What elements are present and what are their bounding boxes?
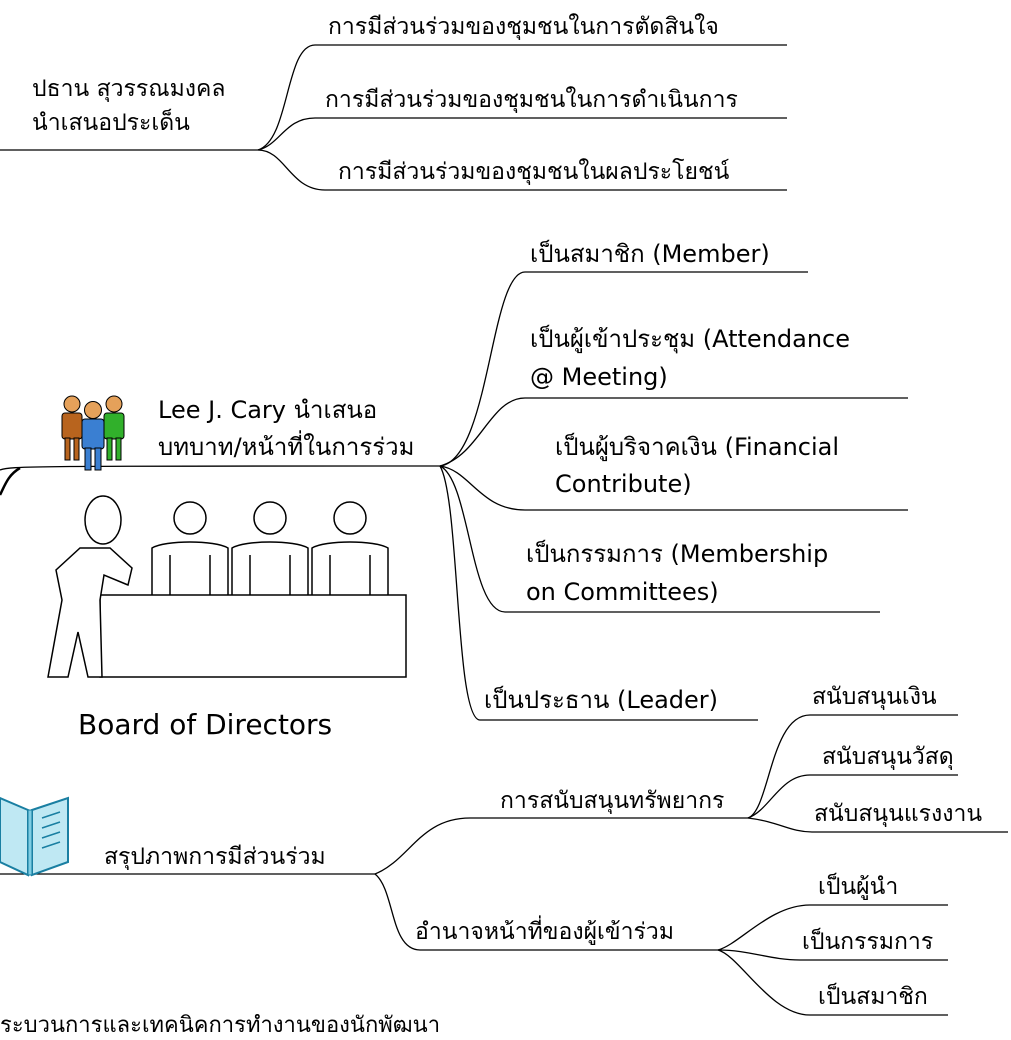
open-book-icon (0, 796, 69, 877)
item-leader: เป็นผู้นำ (818, 874, 899, 900)
section1-branch-benefit: การมีส่วนร่วมของชุมชนในผลประโยชน์ (338, 159, 730, 185)
item-committee: เป็นกรรมการ (802, 929, 934, 955)
section1-root-line2: นำเสนอประเด็น (32, 110, 190, 136)
role-member-line1: เป็นสมาชิก (Member) (530, 240, 770, 268)
section2-root-line1: Lee J. Cary นำเสนอ (158, 396, 378, 424)
item-money-support: สนับสนุนเงิน (812, 684, 937, 710)
section2-root-line2: บทบาท/หน้าที่ในการร่วม (158, 433, 415, 461)
group-of-people-icon (61, 395, 125, 471)
item-member: เป็นสมาชิก (818, 984, 928, 1010)
role-committee-line1: เป็นกรรมการ (Membership (526, 540, 829, 568)
role-attendance-line2: @ Meeting) (530, 363, 668, 391)
section1-branch-decision: การมีส่วนร่วมของชุมชนในการตัดสินใจ (328, 14, 719, 40)
section2-connectors (0, 271, 908, 721)
footer-caption: ระบวนการและเทคนิคการทำงานของนักพัฒนา (0, 1013, 441, 1038)
group-resource-support: การสนับสนุนทรัพยากร (500, 788, 725, 814)
item-material-support: สนับสนุนวัสดุ (822, 744, 954, 770)
role-financial-line1: เป็นผู้บริจาคเงิน (Financial (555, 433, 840, 461)
section1-branch-operation: การมีส่วนร่วมของชุมชนในการดำเนินการ (325, 87, 738, 113)
role-financial-line2: Contribute) (555, 470, 692, 498)
section1-root-line1: ปธาน สุวรรณมงคล (32, 76, 226, 102)
person-center-figure (81, 401, 105, 471)
group-participant-authority: อำนาจหน้าที่ของผู้เข้าร่วม (415, 919, 674, 945)
person-left-figure (61, 395, 83, 461)
person-right-figure (103, 395, 125, 461)
section1-connectors (0, 44, 787, 191)
item-labor-support: สนับสนุนแรงงาน (814, 801, 983, 827)
role-leader-line1: เป็นประธาน (Leader) (484, 686, 719, 714)
role-committee-line2: on Committees) (526, 578, 719, 606)
section3-connectors (0, 714, 1008, 1016)
board-of-directors-clipart (47, 495, 407, 678)
clipart-caption: Board of Directors (78, 708, 333, 741)
role-attendance-line1: เป็นผู้เข้าประชุม (Attendance (530, 325, 851, 353)
section3-root: สรุปภาพการมีส่วนร่วม (104, 844, 326, 870)
